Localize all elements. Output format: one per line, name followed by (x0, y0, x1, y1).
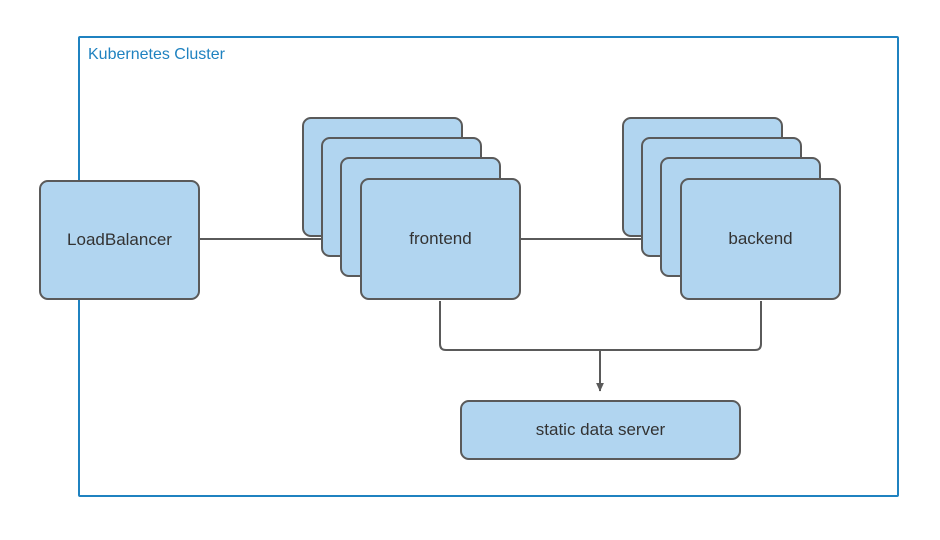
node-loadbalancer-label: LoadBalancer (67, 230, 172, 249)
node-static-data-server-label: static data server (535, 420, 666, 439)
node-loadbalancer[interactable]: LoadBalancer (39, 180, 200, 300)
kubernetes-cluster-label: Kubernetes Cluster (88, 46, 225, 63)
node-static-data-server[interactable]: static data server (460, 400, 741, 460)
node-backend[interactable]: backend (680, 178, 841, 300)
node-frontend[interactable]: frontend (360, 178, 521, 300)
node-frontend-label: frontend (409, 229, 472, 248)
node-backend-label: backend (728, 229, 793, 248)
